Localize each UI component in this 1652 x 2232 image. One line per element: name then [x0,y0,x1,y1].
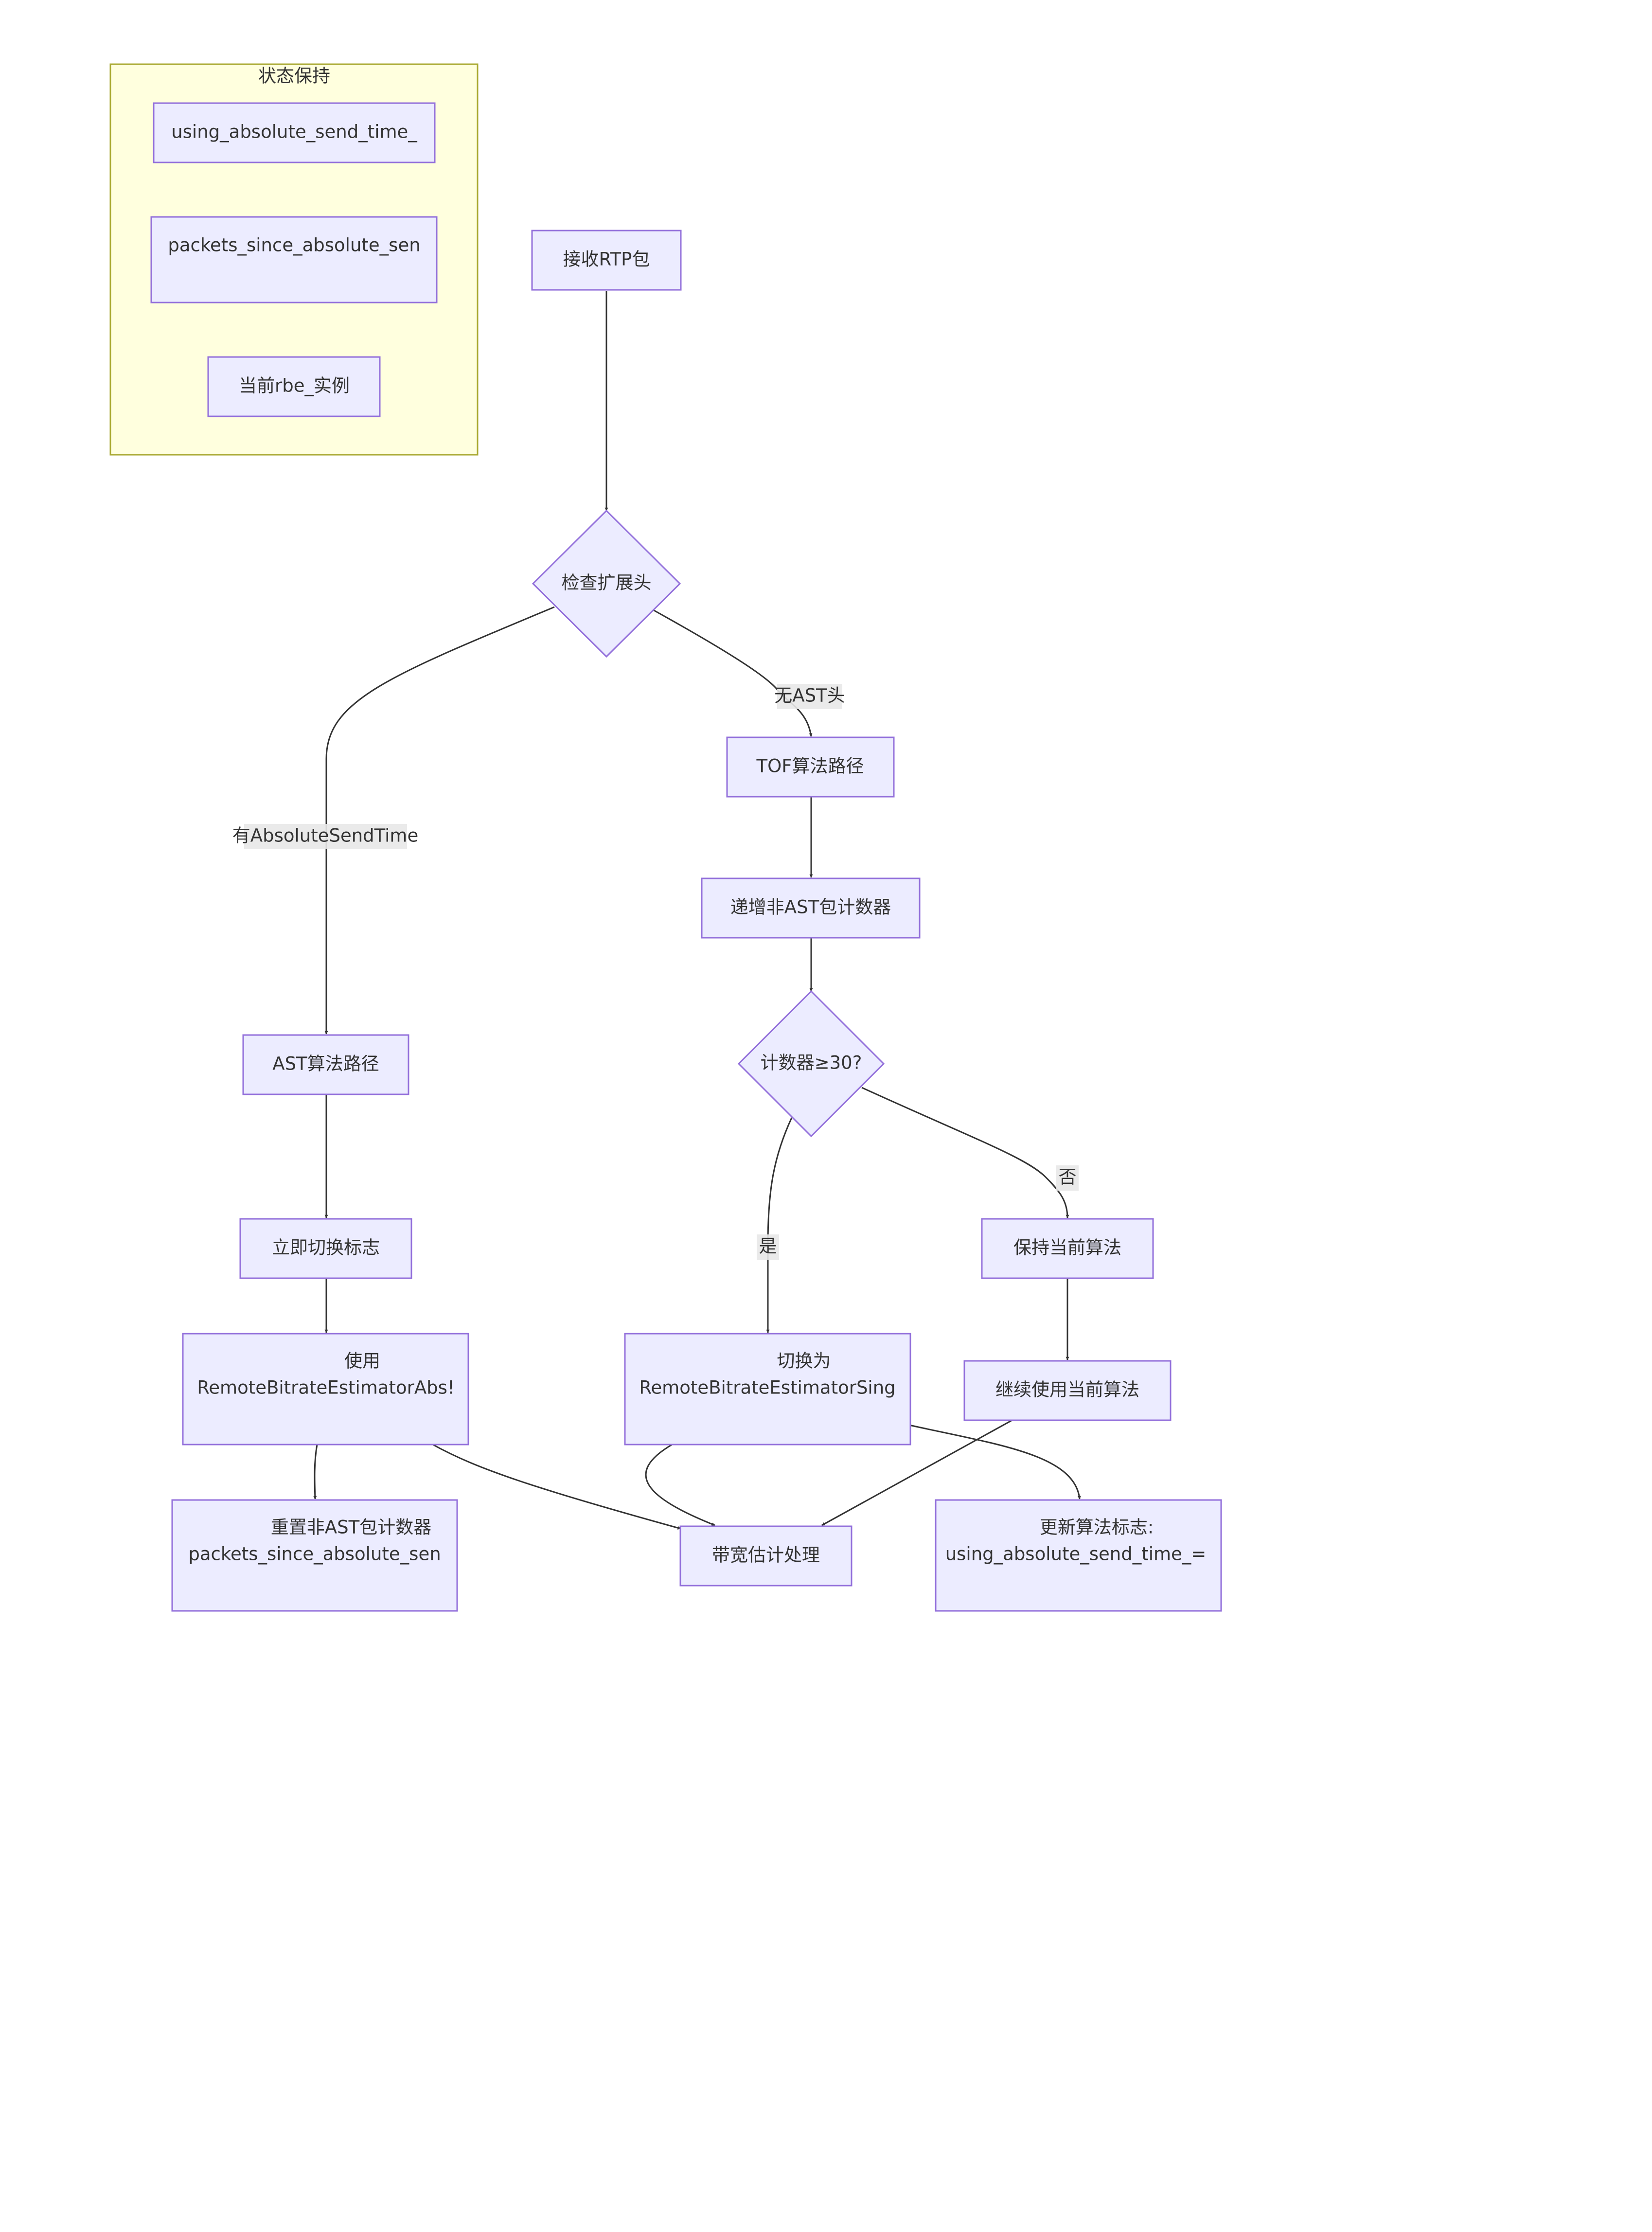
edge-check-to-tof [653,609,813,737]
node-bandwidth-estimation-label: 带宽估计处理 [712,1545,820,1566]
node-switch-flag-label: 立即切换标志 [272,1237,380,1258]
state-cluster-title: 状态保持 [258,66,330,87]
edge-check-to-ast [324,606,555,1035]
label-bg-no-ast [777,684,842,709]
edge-use-to-bwe [432,1444,681,1530]
node-continue-current-label: 继续使用当前算法 [995,1379,1139,1400]
node-keep-current: 保持当前算法 [981,1218,1154,1279]
node-check-header-label: 检查扩展头 [562,572,652,593]
node-increment-counter: 递增非AST包计数器 [701,877,921,939]
node-counter-check-shape [737,990,885,1138]
node-update-flag-line1: 更新算法标志: [1040,1517,1154,1538]
node-switch-single: 切换为 RemoteBitrateEstimatorSing [624,1333,911,1446]
node-reset-counter-line1: 重置非AST包计数器 [271,1517,431,1538]
node-reset-counter-line2: packets_since_absolute_sen [188,1544,441,1565]
node-switch-single-box [624,1333,911,1446]
edge-label-has-ast: 有AbsoluteSendTime [232,825,418,846]
node-tof-path: TOF算法路径 [726,736,895,798]
state-cluster: 状态保持 using_absolute_send_time_ packets_s… [109,63,479,456]
state-item-packets-since: packets_since_absolute_sen [168,235,420,256]
node-bandwidth-estimation-box [679,1525,853,1587]
state-item-box-using-ast [153,102,436,163]
node-tof-path-label: TOF算法路径 [756,756,864,777]
node-counter-check-label: 计数器≥30? [761,1053,862,1073]
label-bg-yes [757,1234,779,1260]
node-bandwidth-estimation: 带宽估计处理 [679,1525,853,1587]
node-continue-current-box [963,1360,1172,1421]
node-reset-counter: 重置非AST包计数器 packets_since_absolute_sen [171,1499,458,1612]
node-counter-check: 计数器≥30? [737,990,885,1138]
node-receive-rtp-box [531,230,682,291]
node-receive-rtp-label: 接收RTP包 [563,249,650,270]
node-update-flag-box [935,1499,1222,1612]
node-ast-path: AST算法路径 [242,1034,409,1095]
edge-switch-to-bwe [645,1444,715,1526]
edge-label-no-ast: 无AST头 [774,685,845,706]
edge-switch-to-update [909,1424,1081,1500]
node-switch-single-line2: RemoteBitrateEstimatorSing [639,1377,895,1398]
edge-labels: 无AST头 有AbsoluteSendTime 是 否 [232,684,1079,1260]
edge-counter-to-switch [766,1117,793,1333]
node-use-abs: 使用 RemoteBitrateEstimatorAbs! [182,1333,469,1446]
node-use-abs-line2: RemoteBitrateEstimatorAbs! [197,1377,455,1398]
node-check-header: 检查扩展头 [532,509,681,658]
node-keep-current-label: 保持当前算法 [1013,1237,1121,1258]
node-reset-counter-box [171,1499,458,1612]
state-item-using-ast: using_absolute_send_time_ [171,122,417,143]
state-item-current-rbe: 当前rbe_实例 [239,375,350,396]
node-use-abs-line1: 使用 [344,1351,380,1372]
label-bg-has-ast [244,824,407,849]
node-switch-single-line1: 切换为 [777,1351,831,1372]
node-update-flag-line2: using_absolute_send_time_= [945,1544,1207,1565]
edge-label-yes: 是 [759,1236,777,1257]
state-item-box-current-rbe [207,356,381,417]
edge-counter-to-keep [861,1087,1069,1218]
nodes: 接收RTP包 检查扩展头 TOF算法路径 递增非AST包计数器 计数器≥30? … [171,230,1222,1612]
edge-use-to-reset [313,1444,318,1500]
label-bg-no [1056,1165,1079,1191]
node-ast-path-box [242,1034,409,1095]
edge-continue-to-bwe [821,1416,1018,1526]
node-increment-counter-box [701,877,921,939]
node-tof-path-box [726,736,895,798]
state-item-box-packets-since [150,216,438,304]
node-continue-current: 继续使用当前算法 [963,1360,1172,1421]
node-update-flag: 更新算法标志: using_absolute_send_time_= [935,1499,1222,1612]
node-increment-counter-label: 递增非AST包计数器 [730,897,891,918]
node-ast-path-label: AST算法路径 [272,1054,379,1074]
edge-label-no: 否 [1059,1167,1077,1188]
node-check-header-shape [532,509,681,658]
node-keep-current-box [981,1218,1154,1279]
node-switch-flag: 立即切换标志 [239,1218,412,1279]
edges [313,291,1081,1530]
node-switch-flag-box [239,1218,412,1279]
node-use-abs-box [182,1333,469,1446]
node-receive-rtp: 接收RTP包 [531,230,682,291]
